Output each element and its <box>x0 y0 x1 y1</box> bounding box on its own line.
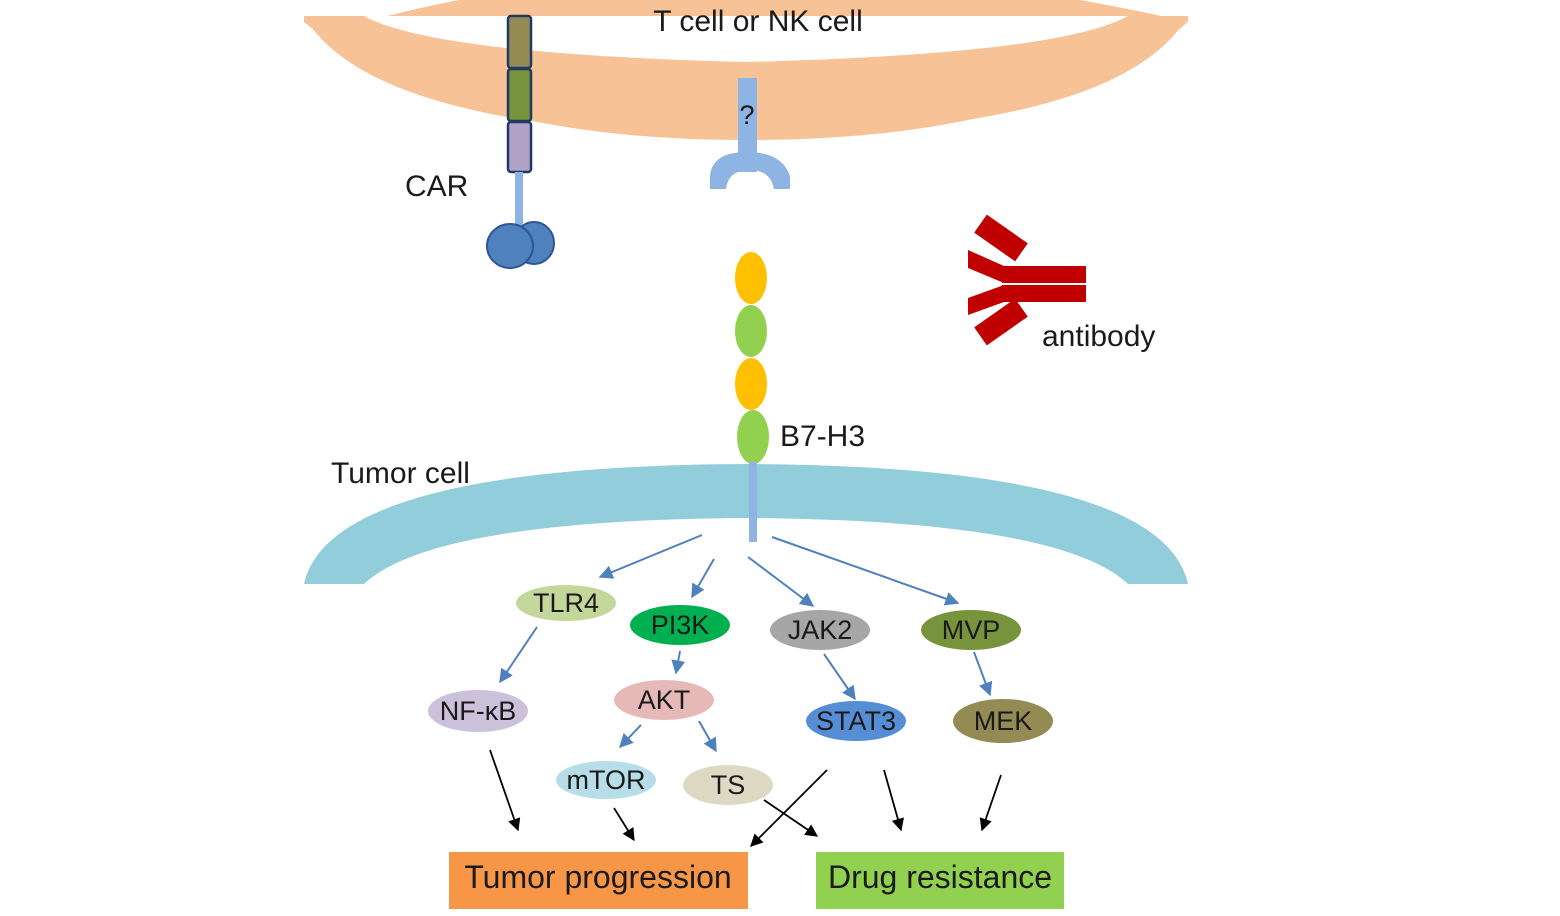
arrow-akt-to-ts <box>698 720 717 753</box>
drug-resistance-label: Drug resistance <box>828 859 1052 895</box>
node-akt: AKT <box>614 680 714 720</box>
car-receptor <box>486 14 555 269</box>
arrow-b7h3-to-pi3k <box>691 558 715 599</box>
arrow-stat3-to-progression <box>750 769 828 847</box>
arrow-ts-to-resistance <box>763 799 819 837</box>
arrow-stat3-to-resistance <box>883 769 904 832</box>
node-nfkb: NF-κB <box>428 690 528 732</box>
drug-resistance-box: Drug resistance <box>816 852 1064 909</box>
node-tlr4-label: TLR4 <box>533 588 599 618</box>
car-stalk <box>515 172 523 226</box>
unknown-receptor-cup <box>710 152 790 189</box>
car-label: CAR <box>405 170 468 203</box>
arrow-tlr4-to-nfkb <box>499 626 538 684</box>
tumor-cell-label: Tumor cell <box>331 457 470 490</box>
unknown-receptor: ? <box>710 78 790 189</box>
node-mek: MEK <box>953 699 1053 743</box>
car-domain-middle <box>506 67 533 123</box>
arrow-pi3k-to-akt <box>671 650 686 675</box>
node-mtor: mTOR <box>556 761 656 799</box>
unknown-receptor-stem <box>738 78 757 172</box>
tumor-cell-membrane <box>304 464 1188 584</box>
node-akt-label: AKT <box>638 685 691 715</box>
node-ts: TS <box>683 765 773 805</box>
arrow-mek-to-resistance <box>979 774 1002 832</box>
node-mek-label: MEK <box>974 706 1033 736</box>
arrow-jak2-to-stat3 <box>823 653 856 701</box>
node-pi3k-label: PI3K <box>651 610 710 640</box>
b7h3-transmembrane-stalk <box>749 462 757 542</box>
car-domain-bottom <box>506 120 533 174</box>
node-mtor-label: mTOR <box>567 765 646 795</box>
signaling-arrows <box>499 534 993 753</box>
node-mvp-label: MVP <box>942 615 1001 645</box>
node-nfkb-label: NF-κB <box>440 696 517 726</box>
node-stat3: STAT3 <box>806 701 906 741</box>
b7h3-ig-domain-1 <box>735 252 767 304</box>
arrow-b7h3-to-tlr4 <box>598 534 703 579</box>
b7h3-ig-domain-2 <box>735 305 767 357</box>
tumor-progression-label: Tumor progression <box>464 859 731 895</box>
node-jak2-label: JAK2 <box>788 615 853 645</box>
arrow-akt-to-mtor <box>619 724 642 749</box>
b7h3-ig-domain-4 <box>737 410 769 464</box>
node-stat3-label: STAT3 <box>816 706 896 736</box>
node-mvp: MVP <box>921 610 1021 650</box>
car-scfv-left <box>486 223 534 269</box>
antibody-icon <box>968 214 1086 346</box>
node-jak2: JAK2 <box>770 610 870 650</box>
b7h3-label: B7-H3 <box>780 420 865 453</box>
car-domain-top <box>506 14 533 70</box>
arrow-nfkb-to-progression <box>489 749 521 832</box>
b7h3-ligand <box>735 252 769 464</box>
unknown-receptor-label: ? <box>739 100 754 130</box>
antibody-label: antibody <box>1042 320 1155 353</box>
node-tlr4: TLR4 <box>516 585 616 621</box>
tumor-progression-box: Tumor progression <box>449 852 748 909</box>
node-ts-label: TS <box>711 770 746 800</box>
arrow-b7h3-to-mvp <box>771 536 960 606</box>
arrow-mvp-to-mek <box>973 651 993 697</box>
arrow-mtor-to-progression <box>613 807 635 842</box>
effector-cell-membrane-inner <box>364 16 1128 62</box>
node-pi3k: PI3K <box>630 605 730 645</box>
effector-cell-label: T cell or NK cell <box>653 5 863 38</box>
arrow-b7h3-to-jak2 <box>747 556 815 607</box>
outcome-arrows <box>489 749 1002 847</box>
b7h3-ig-domain-3 <box>735 358 767 410</box>
